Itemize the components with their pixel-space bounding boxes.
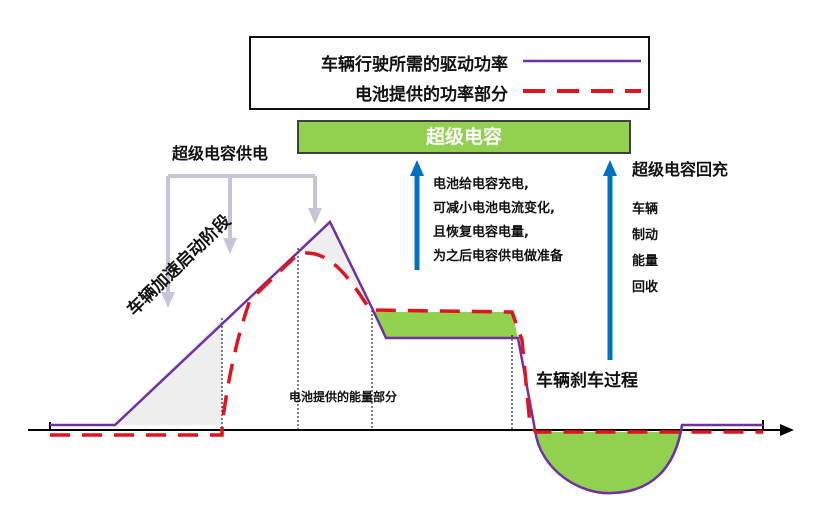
braking-recovery-region: [535, 432, 682, 494]
charging-region: [372, 312, 518, 338]
supercap-supply-label: 超级电容供电: [172, 144, 269, 163]
legend-demand-swatch: [523, 59, 641, 63]
battery-energy-label: 电池提供的能量部分: [289, 390, 398, 404]
braking-energy-recovery-label: 车辆 制动 能量 回收: [632, 202, 659, 295]
legend-demand-label: 车辆行驶所需的驱动功率: [321, 55, 508, 75]
demand-power-curve: [50, 219, 537, 431]
charge-note: 电池给电容充电, 可减小电池电流变化, 且恢复电容电量, 为之后电容供电做准备: [433, 177, 564, 264]
supercap-recovery-label: 超级电容回充: [632, 160, 729, 179]
braking-process-label: 车辆刹车过程: [536, 371, 638, 391]
demand-power-curve-braking: [533, 423, 763, 495]
legend: 车辆行驶所需的驱动功率 电池提供的功率部分: [249, 36, 650, 110]
supercapacitor-bar: 超级电容: [297, 120, 631, 154]
legend-battery-swatch: [523, 89, 641, 93]
legend-battery-label: 电池提供的功率部分: [355, 85, 508, 105]
supercap-supply-bracket: [166, 174, 317, 300]
supercap-energy-shading-peak: [298, 222, 370, 308]
